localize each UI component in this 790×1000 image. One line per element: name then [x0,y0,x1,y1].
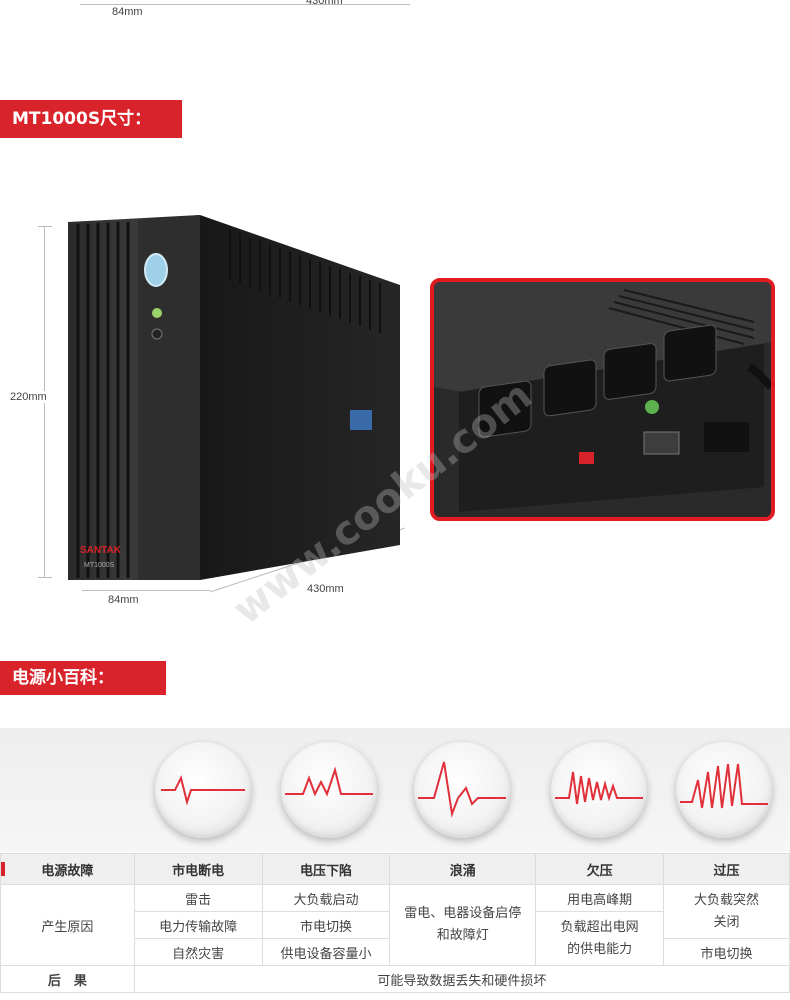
width-dim-line [82,590,210,591]
outage-wave-circle [155,742,251,838]
table-row: 后 果 可能导致数据丢失和硬件损坏 [0,965,790,993]
sag-wave-icon [285,766,373,797]
terminal-block-icon [704,422,749,452]
outlet-3-icon [603,343,657,400]
status-led-icon [152,308,162,318]
switch-icon [579,452,594,464]
header-accent-bar [1,862,5,876]
consequence-label: 后 果 [0,965,135,993]
surge-wave-circle [414,742,510,838]
table-header-row: 电源故障 市电断电 电压下陷 浪涌 欠压 过压 [0,853,790,885]
top-depth-label: 430mm [306,0,343,7]
model-size-tag: MT1000S尺寸： [0,100,182,138]
overvoltage-wave-circle [676,742,772,838]
wave-band [0,728,790,852]
header-surge: 浪涌 [389,853,537,885]
ups-product-image: SANTAK MT1000S [68,215,400,580]
consequence-text: 可能导致数据丢失和硬件损坏 [133,965,790,993]
surge-cause: 雷电、电器设备启停和故障灯 [389,884,537,966]
header-overvoltage: 过压 [663,853,790,885]
overvoltage-cause-1: 大负载突然关闭 [663,884,790,939]
power-button-icon [144,253,168,287]
header-undervoltage: 欠压 [535,853,665,885]
sag-cause-2: 市电切换 [261,911,391,939]
power-fault-table: 电源故障 市电断电 电压下陷 浪涌 欠压 过压 产生原因 雷击 大负载启动 雷电… [0,853,790,993]
outlet-1-icon [478,380,532,438]
outlet-4-icon [663,324,717,382]
depth-dim-label: 430mm [307,583,344,595]
undervoltage-wave-icon [555,771,643,805]
outage-cause-1: 雷击 [133,884,263,912]
undervoltage-wave-circle [551,742,647,838]
rear-panel-zoom [430,278,775,521]
rear-panel-image [434,282,771,517]
cause-label: 产生原因 [0,884,135,966]
height-dim-bottom-tick [38,577,52,578]
rear-sticker [350,410,372,430]
outage-cause-3: 自然灾害 [133,938,263,966]
brand-logo: SANTAK [80,545,122,556]
outlet-2-icon [543,359,597,417]
header-outage: 市电断电 [133,853,263,885]
table-row: 电力传输故障 市电切换 负载超出电网的供电能力 [1,911,790,966]
power-fault-table-wrap: 电源故障 市电断电 电压下陷 浪涌 欠压 过压 产生原因 雷击 大负载启动 雷电… [0,853,790,993]
header-sag: 电压下陷 [261,853,391,885]
cert-sticker-icon [645,400,659,414]
top-width-line [80,4,210,5]
overvoltage-cause-2: 市电切换 [663,938,790,966]
header-fault: 电源故障 [0,853,135,885]
model-label: MT1000S [84,562,115,569]
fault-led-icon [151,328,163,340]
outage-cause-2: 电力传输故障 [133,911,263,939]
height-dim-top-tick [38,226,52,227]
width-dim-label: 84mm [108,594,139,606]
header-fault-label: 电源故障 [41,863,94,879]
power-wiki-tag: 电源小百科： [0,661,166,695]
table-row: 产生原因 雷击 大负载启动 雷电、电器设备启停和故障灯 用电高峰期 大负载突然关… [0,884,790,966]
undervoltage-cause-2: 负载超出电网的供电能力 [535,911,665,966]
undervoltage-cause-1: 用电高峰期 [535,884,665,912]
top-depth-line [210,4,410,5]
sag-wave-circle [281,742,377,838]
surge-wave-icon [418,761,506,818]
height-dim-label: 220mm [10,391,47,403]
outage-wave-icon [161,775,245,806]
sag-cause-3: 供电设备容量小 [261,938,391,966]
table-row: 自然灾害 供电设备容量小 市电切换 [1,938,790,966]
overvoltage-wave-icon [680,763,768,809]
power-cord-icon [747,363,771,390]
top-width-label: 84mm [112,6,143,18]
serial-port-icon [643,431,680,455]
sag-cause-1: 大负载启动 [261,884,391,912]
